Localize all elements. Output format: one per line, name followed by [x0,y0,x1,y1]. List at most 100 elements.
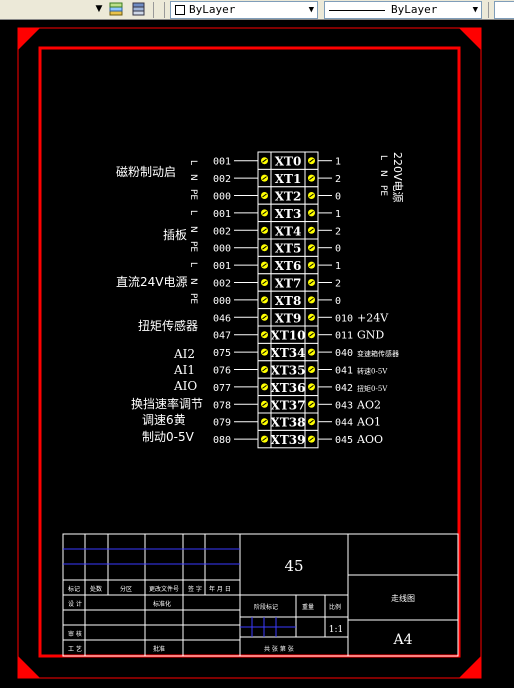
phase-label: PE [188,189,198,200]
layer-previous-icon[interactable] [130,2,146,18]
screw-slot [309,437,314,442]
right-wire-number: 0 [335,296,341,307]
screw-slot [262,367,267,372]
toolbar-separator [488,2,489,18]
right-wire-number: 2 [335,174,341,185]
phase-group-1: L N PE [188,160,198,200]
left-wire-number: 078 [213,400,231,411]
right-signal-label: GND [357,329,384,342]
right-signal-label: +24V [357,311,389,324]
toolbar-separator [164,2,165,18]
left-wire-number: 000 [213,244,231,255]
right-wire-number: 044 [335,418,353,429]
lineweight-control-combo[interactable] [494,1,514,19]
label-board: 插板 [163,228,187,242]
screw-slot [309,367,314,372]
terminal-label: XT1 [275,172,302,186]
screw-slot [309,297,314,302]
left-wire-number: 047 [213,331,231,342]
drawing-sheet: 磁粉制动启 插板 直流24V电源 扭矩传感器 AI2 AI1 AIO 换挡速率调… [17,27,482,679]
left-wire-number: 080 [213,435,231,446]
tb-scale: 1:1 [329,625,343,635]
right-signal-label: 转速0-5V [357,367,388,376]
terminal-label: XT6 [275,259,302,273]
tb-scale-label: 比例 [329,603,341,611]
label-torque-sensor: 扭矩传感器 [138,318,198,333]
layer-states-icon[interactable] [108,2,124,18]
linetype-control-combo[interactable]: ByLayer ▼ [324,1,482,19]
left-wire-number: 002 [213,279,231,290]
terminal-label: XT0 [275,155,302,169]
right-wire-number: 1 [335,157,341,168]
label-shift-speed: 换挡速率调节 [131,396,203,411]
tb-sheets: 共 张 第 张 [264,645,294,653]
screw-slot [309,193,314,198]
screw-slot [309,350,314,355]
right-wire-number: 041 [335,366,353,377]
screw-slot [262,332,267,337]
toolbar-separator [153,2,154,18]
tb-design: 设 计 [68,600,82,608]
screw-slot [262,210,267,215]
screw-slot [309,280,314,285]
screw-slot [309,245,314,250]
screw-slot [262,245,267,250]
label-brake-05: 制动0-5V [142,430,195,444]
label-speed-6: 调速6黄 [142,413,186,427]
left-wire-number: 079 [213,418,231,429]
left-wire-number: 000 [213,296,231,307]
right-signal-label: AO2 [356,398,381,411]
left-wire-number: 077 [213,383,231,394]
drawing-canvas[interactable]: 磁粉制动启 插板 直流24V电源 扭矩传感器 AI2 AI1 AIO 换挡速率调… [0,20,514,688]
corner-mark [459,656,481,678]
phase-label: L [188,262,198,267]
left-wire-number: 000 [213,192,231,203]
tb-date: 年 月 日 [209,585,231,593]
screw-slot [309,210,314,215]
power-phase-label: N [378,170,388,177]
screw-slot [309,384,314,389]
layer-dropdown-arrow-icon[interactable]: ▼ [95,4,103,14]
linetype-control-value: ByLayer [391,3,438,16]
phase-label: PE [188,293,198,304]
terminal-label: XT3 [275,207,302,221]
terminal-label: XT34 [271,346,306,360]
screw-slot [262,297,267,302]
screw-slot [262,384,267,389]
screw-slot [262,193,267,198]
linetype-preview [329,9,385,11]
terminal-row: XT7 002 2 [213,273,341,292]
right-signal-label: AO1 [356,416,381,429]
tb-zone: 分区 [120,585,132,593]
tb-approve: 批准 [153,645,165,653]
right-signal-label: AOO [356,433,383,446]
left-wire-number: 076 [213,366,231,377]
screw-slot [309,158,314,163]
terminal-label: XT7 [275,277,302,291]
terminal-label: XT36 [271,381,306,395]
terminal-label: XT9 [275,311,302,325]
screw-slot [262,280,267,285]
terminal-label: XT2 [275,190,302,204]
left-wire-number: 001 [213,261,231,272]
right-wire-number: 043 [335,400,353,411]
tb-drawing-name: 走线图 [391,593,415,603]
right-signal-label: 变速箱传感器 [357,349,399,358]
label-ai2: AI2 [173,347,195,361]
power-phase-label: PE [378,185,388,196]
screw-slot [262,176,267,181]
right-signal-label: 扭矩0-5V [357,384,388,393]
right-wire-number: 2 [335,279,341,290]
screw-slot [309,228,314,233]
color-control-combo[interactable]: ByLayer ▼ [170,1,318,19]
left-wire-number: 075 [213,348,231,359]
left-wire-number: 002 [213,226,231,237]
